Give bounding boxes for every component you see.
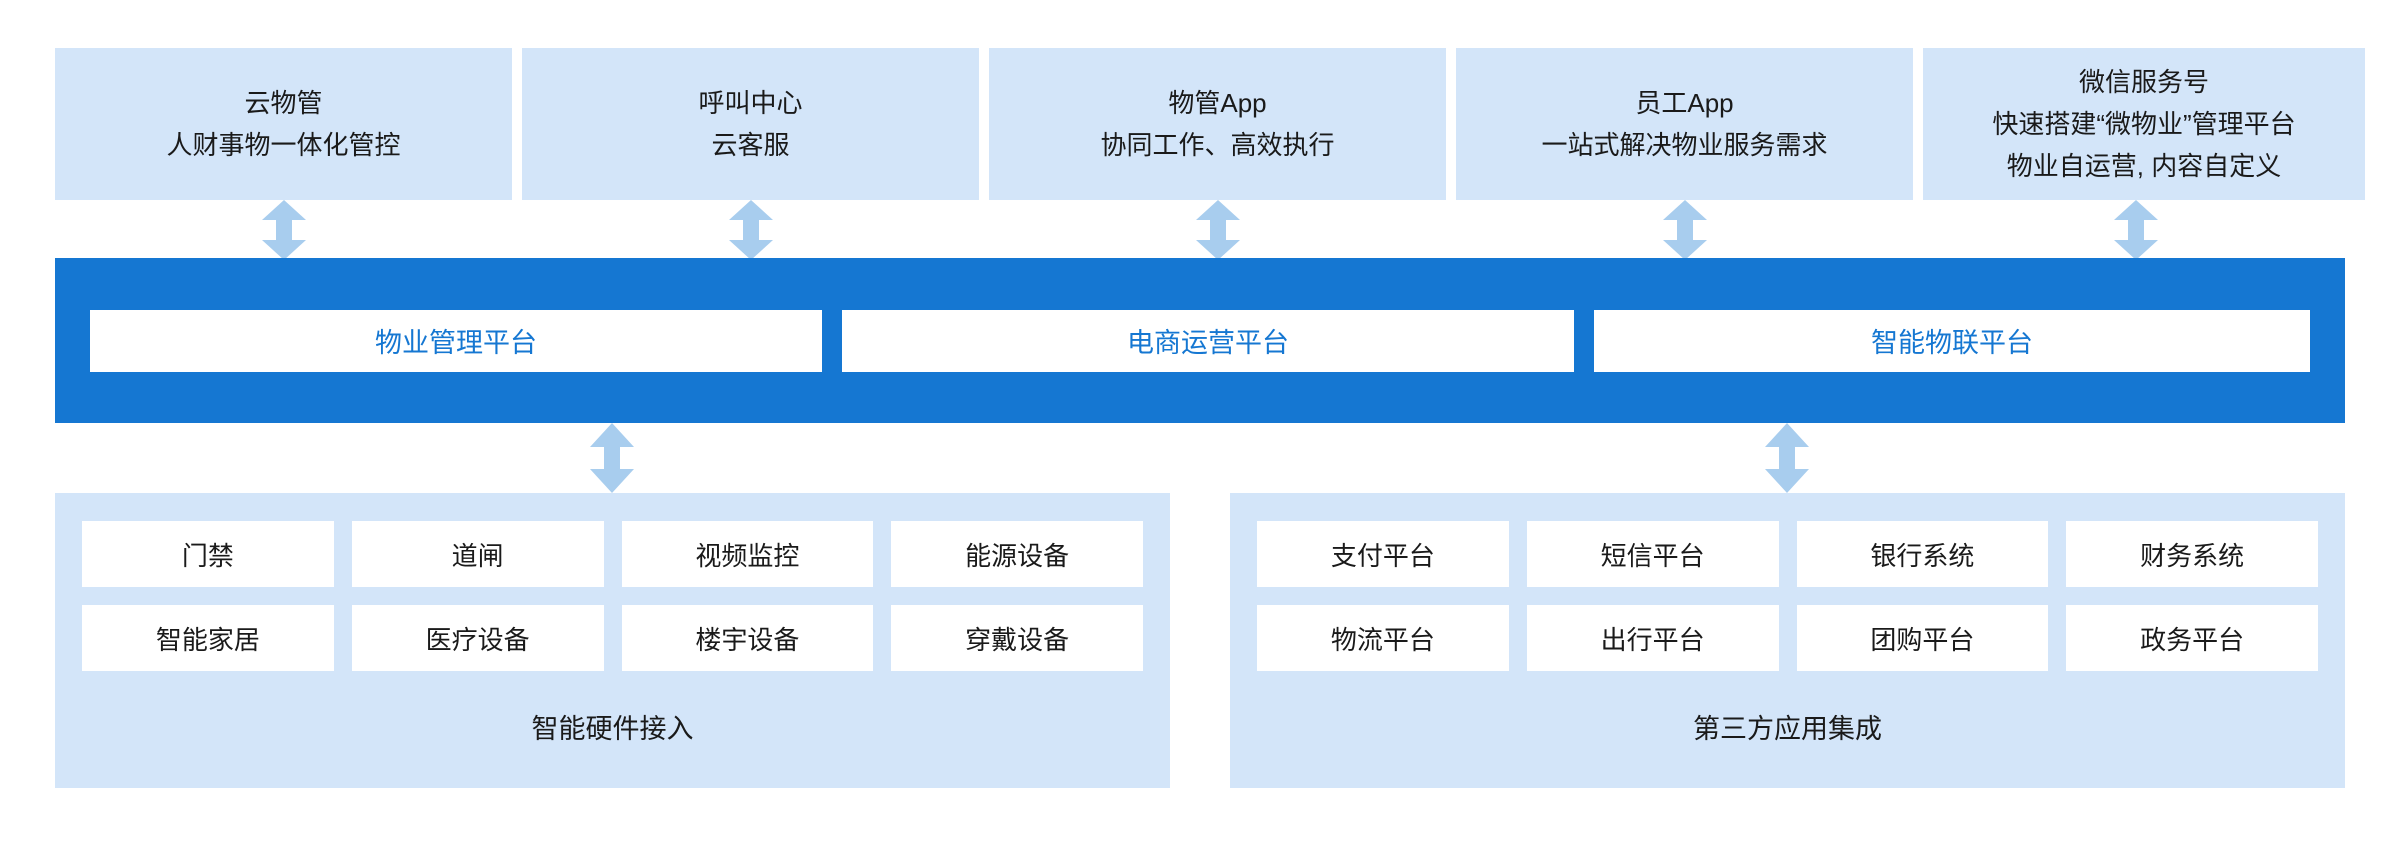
tile-bank-system[interactable]: 银行系统 — [1796, 521, 2049, 587]
tile-group-buying-platform[interactable]: 团购平台 — [1796, 605, 2049, 671]
channel-title: 员工App — [1635, 87, 1734, 118]
channel-subtitle: 云客服 — [711, 130, 790, 160]
hardware-tile-grid: 门禁 道闸 视频监控 能源设备 智能家居 医疗设备 楼宇设备 穿戴设备 — [82, 521, 1143, 671]
channel-subtitle: 快速搭建“微物业”管理平台 — [1992, 108, 2296, 139]
tile-government-platform[interactable]: 政务平台 — [2066, 605, 2318, 671]
tile-access-control[interactable]: 门禁 — [82, 521, 334, 587]
channel-title: 物管App — [1168, 87, 1267, 118]
panel-caption-thirdparty: 第三方应用集成 — [1693, 714, 1882, 744]
channel-title: 呼叫中心 — [698, 87, 803, 118]
channel-subtitle: 人财事物一体化管控 — [166, 130, 401, 160]
tile-label: 团购平台 — [1870, 624, 1975, 655]
platform-card-ecommerce-operations[interactable]: 电商运营平台 — [842, 309, 1574, 372]
tile-label: 能源设备 — [965, 540, 1070, 571]
tile-logistics-platform[interactable]: 物流平台 — [1257, 605, 1509, 671]
tile-energy-equipment[interactable]: 能源设备 — [891, 521, 1143, 587]
tile-label: 物流平台 — [1330, 624, 1435, 655]
channel-box-call-center[interactable]: 呼叫中心 云客服 — [522, 48, 979, 200]
tile-payment-platform[interactable]: 支付平台 — [1257, 521, 1509, 587]
platform-card-label: 智能物联平台 — [1871, 328, 2033, 358]
tile-label: 视频监控 — [695, 540, 800, 571]
tile-label: 财务系统 — [2140, 540, 2245, 571]
tile-building-equipment[interactable]: 楼宇设备 — [621, 605, 874, 671]
platform-card-label: 物业管理平台 — [375, 328, 537, 358]
tile-label: 穿戴设备 — [965, 624, 1070, 655]
connector-arrow-channel-1 — [262, 200, 306, 260]
tile-label: 支付平台 — [1330, 540, 1435, 571]
channel-box-wechat-service[interactable]: 微信服务号 快速搭建“微物业”管理平台 物业自运营, 内容自定义 — [1923, 48, 2365, 200]
tile-label: 银行系统 — [1870, 540, 1975, 571]
channel-title: 云物管 — [244, 87, 323, 118]
thirdparty-tile-grid: 支付平台 短信平台 银行系统 财务系统 物流平台 出行平台 团购平台 政务平台 — [1257, 521, 2318, 671]
channel-subtitle: 协同工作、高效执行 — [1100, 130, 1335, 160]
platform-card-label: 电商运营平台 — [1127, 328, 1289, 358]
tile-sms-platform[interactable]: 短信平台 — [1526, 521, 1779, 587]
panel-thirdparty-integration: 支付平台 短信平台 银行系统 财务系统 物流平台 出行平台 团购平台 政务平台 … — [1230, 493, 2345, 788]
tile-label: 医疗设备 — [425, 624, 530, 655]
connector-arrow-hardware — [590, 423, 634, 493]
channel-row: 云物管 人财事物一体化管控 呼叫中心 云客服 物管App 协同工作、高效执行 员… — [55, 48, 2365, 200]
channel-box-property-app[interactable]: 物管App 协同工作、高效执行 — [989, 48, 1446, 200]
tile-medical-equipment[interactable]: 医疗设备 — [351, 605, 604, 671]
platform-card-smart-iot[interactable]: 智能物联平台 — [1594, 309, 2310, 372]
tile-wearable-devices[interactable]: 穿戴设备 — [891, 605, 1143, 671]
tile-label: 出行平台 — [1600, 624, 1705, 655]
channel-subtitle-extra: 物业自运营, 内容自定义 — [2006, 151, 2282, 182]
core-platform-band: 物业管理平台 电商运营平台 智能物联平台 — [55, 258, 2345, 423]
panel-smart-hardware-access: 门禁 道闸 视频监控 能源设备 智能家居 医疗设备 楼宇设备 穿戴设备 智能硬件… — [55, 493, 1170, 788]
channel-box-staff-app[interactable]: 员工App 一站式解决物业服务需求 — [1456, 48, 1913, 200]
tile-label: 楼宇设备 — [695, 624, 800, 655]
tile-label: 短信平台 — [1600, 540, 1705, 571]
tile-barrier-gate[interactable]: 道闸 — [351, 521, 604, 587]
tile-finance-system[interactable]: 财务系统 — [2066, 521, 2318, 587]
connector-arrow-channel-4 — [1663, 200, 1707, 260]
tile-label: 智能家居 — [155, 624, 260, 655]
tile-label: 政务平台 — [2140, 624, 2245, 655]
panel-caption-hardware: 智能硬件接入 — [531, 714, 694, 744]
channel-subtitle: 一站式解决物业服务需求 — [1541, 130, 1828, 160]
tile-label: 门禁 — [181, 540, 234, 571]
tile-travel-platform[interactable]: 出行平台 — [1526, 605, 1779, 671]
connector-arrow-channel-3 — [1196, 200, 1240, 260]
connector-arrow-thirdparty — [1765, 423, 1809, 493]
connector-arrow-channel-5 — [2114, 200, 2158, 260]
tile-video-surveillance[interactable]: 视频监控 — [621, 521, 874, 587]
channel-box-cloud-property[interactable]: 云物管 人财事物一体化管控 — [55, 48, 512, 200]
tile-smart-home[interactable]: 智能家居 — [82, 605, 334, 671]
connector-arrow-channel-2 — [729, 200, 773, 260]
channel-title: 微信服务号 — [2078, 66, 2209, 97]
tile-label: 道闸 — [451, 540, 504, 571]
platform-card-property-management[interactable]: 物业管理平台 — [90, 309, 822, 372]
